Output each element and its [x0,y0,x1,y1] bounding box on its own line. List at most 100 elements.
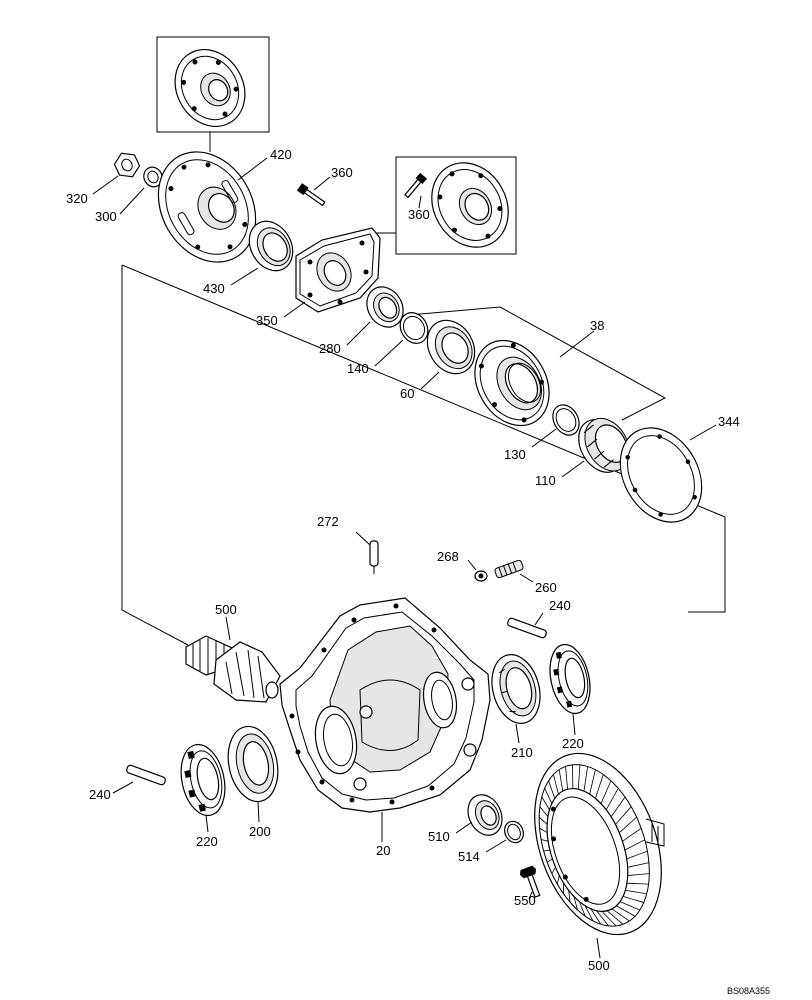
part-label: 240 [549,598,571,613]
bearing-carrier-part [474,339,550,427]
part-label: 280 [319,341,341,356]
part-label: 210 [511,745,533,760]
gear-tooth [563,883,565,894]
part-number-labels: 320 300 420 430 360 360 350 280 140 60 3… [66,147,740,973]
gear-tooth [556,875,560,885]
gear-tooth [539,806,549,818]
part-label: 20 [376,843,390,858]
part-label: 260 [535,580,557,595]
gear-tooth [590,908,602,925]
gear-tooth [583,766,589,792]
gear-tooth [626,882,649,885]
part-label: 550 [514,893,536,908]
part-label: 344 [718,414,740,429]
bearing-200-part [227,725,279,803]
gear-tooth [600,780,612,804]
gear-tooth [627,873,650,876]
gear-tooth [626,850,648,860]
gear-tooth [625,889,647,895]
part-label: 38 [590,318,604,333]
bearing-510-part [467,794,503,836]
small-washer-part [474,570,488,582]
gear-tooth [568,890,571,903]
washer-part [143,166,163,188]
gear-tooth [579,901,586,917]
bearing-cover-part [295,227,381,313]
gear-tooth [547,858,553,863]
orientation-mark-icon [645,818,665,847]
oil-seal-part [248,220,294,272]
gear-tooth [595,774,604,799]
part-label: 272 [317,514,339,529]
seal-280-part [366,286,404,328]
gear-tooth [558,769,564,792]
gear-tooth [611,908,630,922]
part-label: 360 [408,207,430,222]
part-label: 420 [270,147,292,162]
part-label: 500 [588,958,610,973]
gear-tooth [551,867,556,874]
part-label: 268 [437,549,459,564]
gear-tooth [622,896,644,903]
leader-lines [92,157,717,959]
gear-tooth [627,862,650,868]
part-label: 360 [331,165,353,180]
gear-tooth [577,764,581,790]
snap-ring-part [552,404,580,436]
part-label: 240 [89,787,111,802]
flange-detail-box [156,36,270,133]
pinion-gear-part [185,635,281,703]
gear-tooth [539,827,548,834]
gear-tooth [544,787,553,804]
ring-gear-part [534,752,662,936]
gear-tooth [606,910,624,925]
part-label: 320 [66,191,88,206]
part-label: 130 [504,447,526,462]
set-screw-part [494,559,524,579]
dowel-pin-upper-part [507,617,547,639]
adjusting-nut-left-part [180,743,226,817]
figure-reference: BS08A355 [727,986,770,996]
output-flange-part [157,151,257,263]
part-label: 510 [428,829,450,844]
gear-tooth [624,839,646,851]
ring-gear-bolt-part [519,865,541,898]
gear-tooth [589,769,596,795]
dowel-pin-lower-part [126,764,166,786]
gear-tooth [543,849,550,852]
gear-tooth [616,905,636,917]
gear-tooth [541,796,550,810]
gear-tooth [573,896,578,911]
gear-tooth [605,788,619,811]
gear-tooth [565,766,569,790]
gear-tooth [622,827,642,842]
part-label: 60 [400,386,414,401]
nut-part [113,152,141,178]
pin-part [369,540,379,574]
gear-tooth [615,806,632,825]
gasket-part [619,427,703,523]
part-label: 220 [562,736,584,751]
part-label: 514 [458,849,480,864]
part-label: 140 [347,361,369,376]
part-label: 500 [215,602,237,617]
bearing-cup-part [426,319,476,375]
gear-tooth [610,796,626,818]
adjusting-nut-right-part [549,643,591,715]
part-label: 110 [535,473,556,488]
gear-tooth [540,839,549,842]
gear-tooth [619,901,641,911]
gear-tooth [572,764,574,789]
gear-tooth [538,816,548,825]
part-label: 350 [256,313,278,328]
gear-tooth [584,905,594,922]
gear-tooth [553,774,559,795]
part-label: 430 [203,281,225,296]
gear-tooth [548,780,556,799]
gear-tooth [619,816,637,834]
gear-tooth [601,911,617,927]
cover-detail-box [395,156,517,255]
part-label: 200 [249,824,271,839]
bolt-part [296,183,326,207]
